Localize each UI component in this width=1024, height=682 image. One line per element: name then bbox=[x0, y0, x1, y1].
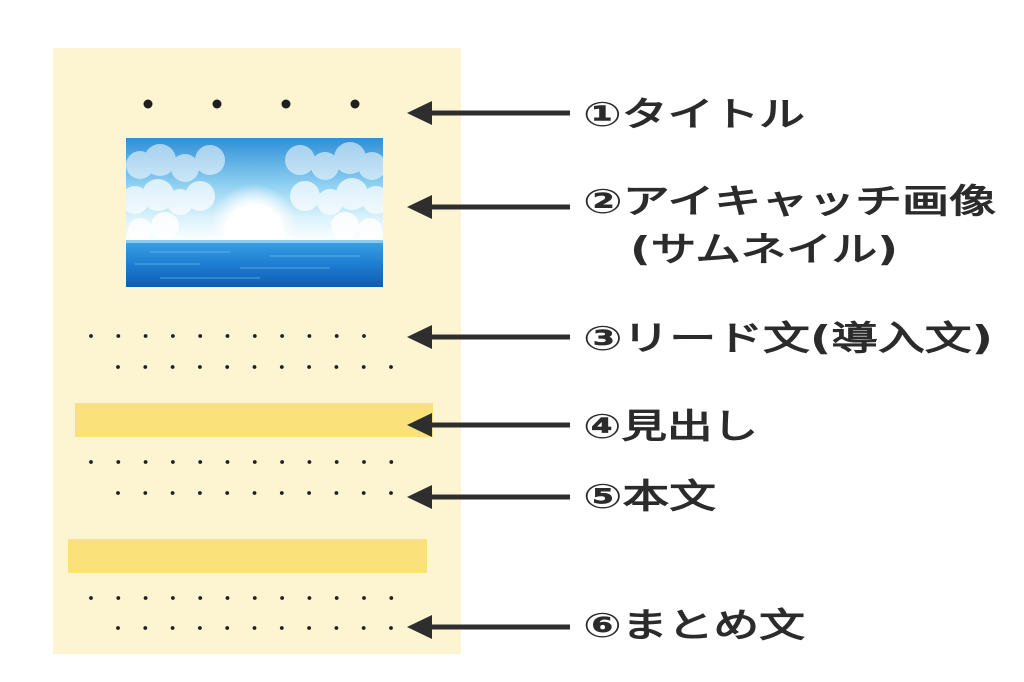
text-placeholder-dot bbox=[252, 626, 257, 630]
arrow-lead bbox=[407, 325, 570, 349]
text-placeholder-dot bbox=[89, 334, 93, 338]
text-placeholder-dot bbox=[143, 491, 148, 495]
label-body: ⑤本文 bbox=[583, 477, 716, 517]
text-placeholder-dot bbox=[143, 626, 148, 630]
text-placeholder-dot bbox=[198, 491, 202, 495]
summary-text-dots bbox=[89, 596, 394, 630]
text-placeholder-dot bbox=[334, 596, 339, 600]
text-placeholder-dot bbox=[225, 365, 230, 369]
text-placeholder-dot bbox=[389, 596, 394, 600]
text-placeholder-dot bbox=[225, 596, 230, 600]
text-placeholder-dot bbox=[170, 365, 175, 369]
text-placeholder-dot bbox=[171, 596, 175, 600]
text-placeholder-dot bbox=[307, 596, 312, 600]
text-placeholder-dot bbox=[171, 460, 175, 464]
text-placeholder-dot bbox=[252, 460, 257, 464]
text-placeholder-dot bbox=[252, 334, 257, 338]
text-placeholder-dot bbox=[225, 334, 230, 338]
text-placeholder-dot bbox=[116, 460, 121, 464]
text-placeholder-dot bbox=[225, 626, 230, 630]
arrow-summary bbox=[407, 615, 570, 639]
text-placeholder-dot bbox=[389, 491, 393, 495]
text-placeholder-dot bbox=[280, 334, 284, 338]
text-placeholder-dot bbox=[279, 491, 284, 495]
text-placeholder-dot bbox=[280, 460, 284, 464]
text-placeholder-dot bbox=[252, 365, 257, 369]
label-title: ①タイトル bbox=[583, 95, 805, 135]
text-placeholder-dot bbox=[279, 365, 284, 369]
text-placeholder-dot bbox=[361, 491, 366, 495]
text-placeholder-dot bbox=[307, 460, 312, 464]
text-placeholder-dot bbox=[361, 626, 366, 630]
text-placeholder-dot bbox=[280, 596, 284, 600]
title-dots bbox=[143, 99, 360, 109]
text-placeholder-dot bbox=[389, 460, 394, 464]
arrow-heading bbox=[407, 413, 570, 437]
text-placeholder-dot bbox=[334, 626, 339, 630]
text-placeholder-dot bbox=[307, 365, 311, 369]
heading-bar bbox=[75, 403, 433, 437]
text-placeholder-dot bbox=[334, 491, 339, 495]
text-placeholder-dot bbox=[170, 491, 175, 495]
text-placeholder-dot bbox=[334, 365, 339, 369]
text-placeholder-dot bbox=[116, 626, 120, 630]
text-placeholder-dot bbox=[252, 491, 257, 495]
text-placeholder-dot bbox=[362, 334, 366, 338]
label-heading: ④見出し bbox=[583, 407, 758, 447]
text-placeholder-dot bbox=[334, 334, 339, 338]
heading-bar-2 bbox=[68, 539, 427, 573]
arrow-eyecatch bbox=[407, 195, 570, 219]
text-placeholder-dot bbox=[89, 596, 93, 600]
text-placeholder-dot bbox=[307, 334, 312, 338]
text-placeholder-dot bbox=[225, 460, 230, 464]
label-lead: ③リード文(導入文) bbox=[583, 319, 993, 359]
text-placeholder-dot bbox=[143, 365, 148, 369]
text-placeholder-dot bbox=[171, 334, 175, 338]
text-placeholder-dot bbox=[116, 334, 121, 338]
text-placeholder-dot bbox=[116, 491, 120, 495]
text-placeholder-dot bbox=[279, 626, 284, 630]
text-placeholder-dot bbox=[198, 626, 202, 630]
text-placeholder-dot bbox=[116, 365, 120, 369]
text-placeholder-dot bbox=[198, 334, 203, 338]
text-placeholder-dot bbox=[389, 365, 393, 369]
text-placeholder-dot bbox=[143, 596, 148, 600]
text-placeholder-dot bbox=[307, 626, 311, 630]
text-placeholder-dot bbox=[116, 596, 121, 600]
arrow-body bbox=[407, 485, 570, 509]
text-placeholder-dot bbox=[362, 596, 366, 600]
body-text-dots bbox=[89, 460, 394, 495]
arrow-title bbox=[407, 101, 570, 125]
text-placeholder-dot bbox=[362, 460, 366, 464]
arrows bbox=[407, 101, 570, 639]
text-placeholder-dot bbox=[89, 460, 93, 464]
text-placeholder-dot bbox=[170, 626, 175, 630]
text-placeholder-dot bbox=[334, 460, 339, 464]
text-placeholder-dot bbox=[389, 626, 393, 630]
label-summary: ⑥まとめ文 bbox=[583, 606, 805, 646]
text-placeholder-dot bbox=[198, 460, 203, 464]
text-placeholder-dot bbox=[143, 334, 148, 338]
text-placeholder-dot bbox=[361, 365, 366, 369]
sky-and-sea-thumbnail-icon bbox=[126, 138, 383, 287]
text-placeholder-dot bbox=[143, 460, 148, 464]
label-eyecatch-line2: (サムネイル) bbox=[630, 230, 898, 270]
label-eyecatch-line1: ②アイキャッチ画像 bbox=[583, 182, 996, 222]
text-placeholder-dot bbox=[307, 491, 311, 495]
text-placeholder-dot bbox=[198, 596, 203, 600]
lead-text-dots bbox=[89, 334, 393, 369]
text-placeholder-dot bbox=[198, 365, 202, 369]
text-placeholder-dot bbox=[225, 491, 230, 495]
text-placeholder-dot bbox=[252, 596, 257, 600]
